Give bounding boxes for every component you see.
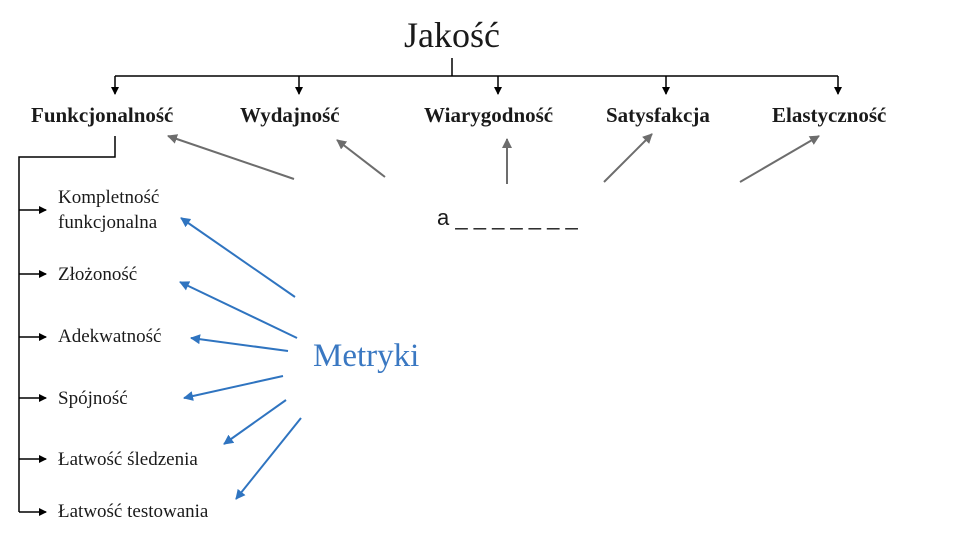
blue-arrow-latwosc-sledzenia	[223, 399, 287, 445]
fill-in-blank: a _ _ _ _ _ _ _	[437, 205, 578, 231]
category-elastycznosc: Elastyczność	[772, 103, 887, 127]
blue-arrow-kompletnosc	[180, 217, 296, 298]
blank-prefix: a	[437, 205, 450, 230]
sub-tree-connectors	[18, 136, 116, 516]
metrics-label: Metryki	[313, 338, 420, 374]
subcategory-adekwatnosc: Adekwatność	[58, 326, 162, 347]
blue-arrow-zlozonosc	[179, 281, 298, 339]
grey-arrow-elastycznosc	[739, 135, 820, 183]
grey-arrow-funkcjonalnosc	[167, 134, 295, 180]
subcategory-latwosc-testowania: Łatwość testowania	[58, 501, 209, 522]
category-wydajnosc: Wydajność	[240, 103, 340, 127]
grey-arrow-satysfakcja	[603, 133, 653, 183]
category-wiarygodnosc: Wiarygodność	[424, 103, 554, 127]
blue-arrows	[179, 217, 302, 500]
blue-arrow-latwosc-testowania	[235, 417, 302, 500]
blue-arrow-adekwatnosc	[190, 334, 289, 352]
blank-line: _ _ _ _ _ _ _	[455, 205, 578, 230]
blue-arrow-spojnosc	[183, 375, 284, 401]
diagram-title: Jakość	[404, 15, 500, 55]
subcategory-latwosc-sledzenia: Łatwość śledzenia	[58, 449, 198, 470]
grey-arrows	[167, 133, 820, 184]
subcategory-spojnosc: Spójność	[58, 388, 128, 409]
subcategory-kompletnosc-line1: Kompletność	[58, 187, 160, 208]
category-satysfakcja: Satysfakcja	[606, 103, 710, 127]
grey-arrow-wydajnosc	[336, 139, 386, 178]
category-funkcjonalnosc: Funkcjonalność	[31, 103, 174, 127]
subcategory-zlozonosc: Złożoność	[58, 264, 138, 285]
top-tree-connectors	[111, 58, 842, 95]
subcategory-kompletnosc-line2: funkcjonalna	[58, 212, 158, 233]
